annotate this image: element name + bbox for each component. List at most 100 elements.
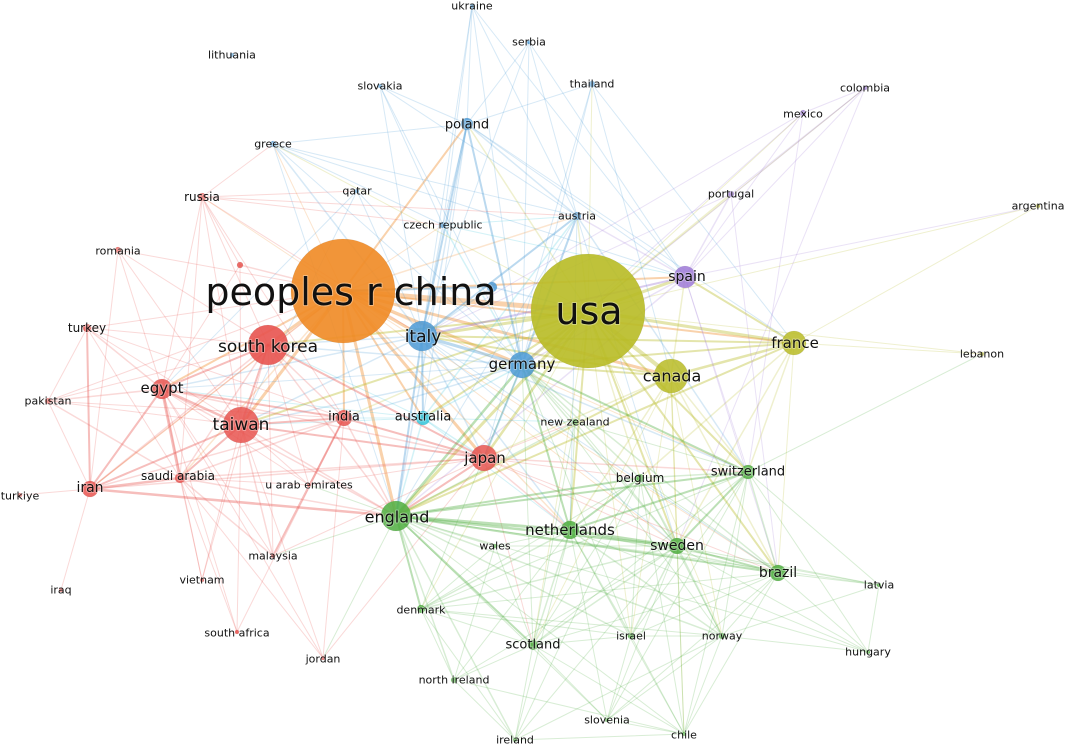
node-jordan[interactable] — [320, 655, 326, 661]
node-greece[interactable] — [269, 140, 277, 148]
node-wales[interactable] — [492, 543, 498, 549]
node-denmark[interactable] — [416, 604, 426, 614]
node-latvia[interactable] — [876, 582, 882, 588]
node-czech-republic[interactable] — [439, 221, 447, 229]
link-england-slovenia — [395, 515, 608, 721]
label-chile: chile — [671, 729, 697, 742]
node-israel[interactable] — [627, 632, 635, 640]
link-thailand-france — [591, 83, 795, 344]
link-peoples-r-china-switzerland — [342, 290, 749, 473]
node-india[interactable] — [335, 409, 353, 427]
link-switzerland-hungary — [747, 471, 869, 653]
node-switzerland[interactable] — [740, 464, 756, 480]
node-u-arab-emirates[interactable] — [306, 482, 312, 488]
node-mexico[interactable] — [799, 109, 807, 117]
node-lebanon[interactable] — [979, 351, 985, 357]
node-south-korea[interactable] — [247, 324, 289, 366]
node-france[interactable] — [781, 330, 807, 356]
node-peoples-r-china[interactable] — [290, 238, 396, 344]
node-chile[interactable] — [681, 731, 687, 737]
node-vietnam[interactable] — [199, 577, 205, 583]
node-argentina[interactable] — [1035, 203, 1041, 209]
node-saudi-arabia[interactable] — [174, 472, 186, 484]
node-ireland[interactable] — [512, 737, 518, 743]
link-switzerland-israel — [630, 471, 749, 637]
node-egypt[interactable] — [151, 378, 173, 400]
node-colombia[interactable] — [862, 85, 868, 91]
link-japan-switzerland — [483, 457, 749, 473]
node-germany[interactable] — [508, 351, 536, 379]
node-south-africa[interactable] — [234, 629, 240, 635]
node-qatar[interactable] — [354, 188, 360, 194]
node-unlabeled-red[interactable] — [236, 261, 244, 269]
node-spain[interactable] — [673, 265, 697, 289]
link-egypt-south-africa — [161, 388, 238, 633]
node-turkey[interactable] — [82, 323, 92, 333]
node-new-zealand[interactable] — [571, 418, 579, 426]
link-canada-germany — [521, 364, 672, 377]
node-austria[interactable] — [572, 211, 582, 221]
node-hungary[interactable] — [865, 649, 871, 655]
node-poland[interactable] — [460, 117, 474, 131]
node-russia[interactable] — [197, 192, 207, 202]
link-france-switzerland — [747, 342, 795, 473]
link-scotland-north-ireland — [453, 644, 534, 681]
node-lithuania[interactable] — [229, 52, 235, 58]
node-slovakia[interactable] — [377, 83, 383, 89]
node-iraq[interactable] — [58, 587, 64, 593]
link-egypt-iran — [89, 388, 163, 490]
node-usa[interactable] — [530, 253, 646, 369]
label-slovenia: slovenia — [584, 714, 630, 727]
link-mexico-switzerland — [747, 112, 804, 473]
nodes-layer — [17, 3, 1041, 743]
link-germany-norway — [521, 364, 723, 637]
link-canada-sweden — [670, 375, 678, 547]
link-italy-japan — [421, 335, 485, 459]
link-japan-jordan — [322, 457, 485, 659]
link-denmark-ireland — [420, 608, 516, 741]
node-scotland[interactable] — [527, 639, 539, 651]
node-portugal[interactable] — [727, 190, 735, 198]
node-sweden[interactable] — [668, 537, 686, 555]
node-slovenia[interactable] — [604, 717, 610, 723]
link-india-england — [343, 417, 397, 517]
link-denmark-norway — [420, 608, 723, 637]
node-romania[interactable] — [114, 246, 122, 254]
link-spain-mexico — [684, 112, 804, 278]
link-south-korea-japan — [267, 344, 485, 459]
link-italy-ukraine — [421, 5, 473, 337]
node-north-ireland[interactable] — [450, 676, 458, 684]
link-poland-austria — [466, 123, 578, 217]
link-japan-u-arab-emirates — [308, 457, 485, 486]
node-australia[interactable] — [415, 410, 431, 426]
node-norway[interactable] — [718, 632, 726, 640]
node-turkiye[interactable] — [17, 492, 23, 498]
link-poland-ukraine — [466, 5, 473, 125]
node-iran[interactable] — [81, 480, 99, 498]
label-north-ireland: north ireland — [419, 674, 490, 687]
node-ukraine[interactable] — [469, 3, 475, 9]
link-italy-germany — [420, 334, 524, 367]
node-brazil[interactable] — [769, 564, 787, 582]
link-brazil-hungary — [777, 572, 869, 653]
label-brazil: brazil — [759, 565, 797, 581]
node-malaysia[interactable] — [270, 553, 276, 559]
link-brazil-denmark — [420, 572, 779, 610]
node-belgium[interactable] — [635, 473, 645, 483]
link-wales-denmark — [420, 545, 496, 610]
node-serbia[interactable] — [526, 39, 532, 45]
node-netherlands[interactable] — [560, 520, 580, 540]
node-canada[interactable] — [653, 358, 689, 394]
label-portugal: portugal — [708, 188, 754, 201]
node-pakistan[interactable] — [44, 397, 52, 405]
link-taiwan-pakistan — [47, 400, 242, 426]
node-thailand[interactable] — [588, 80, 596, 88]
node-italy[interactable] — [406, 320, 438, 352]
node-taiwan[interactable] — [222, 406, 260, 444]
node-japan[interactable] — [470, 444, 498, 472]
node-england[interactable] — [380, 500, 412, 532]
link-france-spain — [684, 276, 795, 344]
link-egypt-malaysia — [161, 388, 274, 557]
link-germany-japan — [483, 364, 523, 459]
node-unlabeled-blue[interactable] — [486, 281, 498, 293]
